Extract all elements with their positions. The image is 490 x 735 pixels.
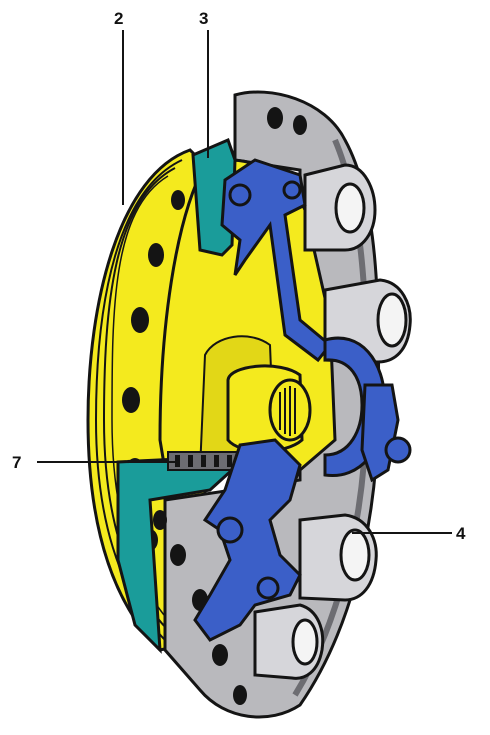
splined-hub [226,364,312,453]
leader-lines [37,30,452,534]
release-lever-bottom [193,438,302,642]
callout-label-2: 2 [114,9,124,28]
callout-label-4: 4 [456,524,466,543]
release-lever-top [220,158,333,363]
cover-bosses [253,163,412,680]
callout-label-7: 7 [12,453,22,472]
callout-label-3: 3 [199,9,209,28]
release-ring [323,336,412,483]
